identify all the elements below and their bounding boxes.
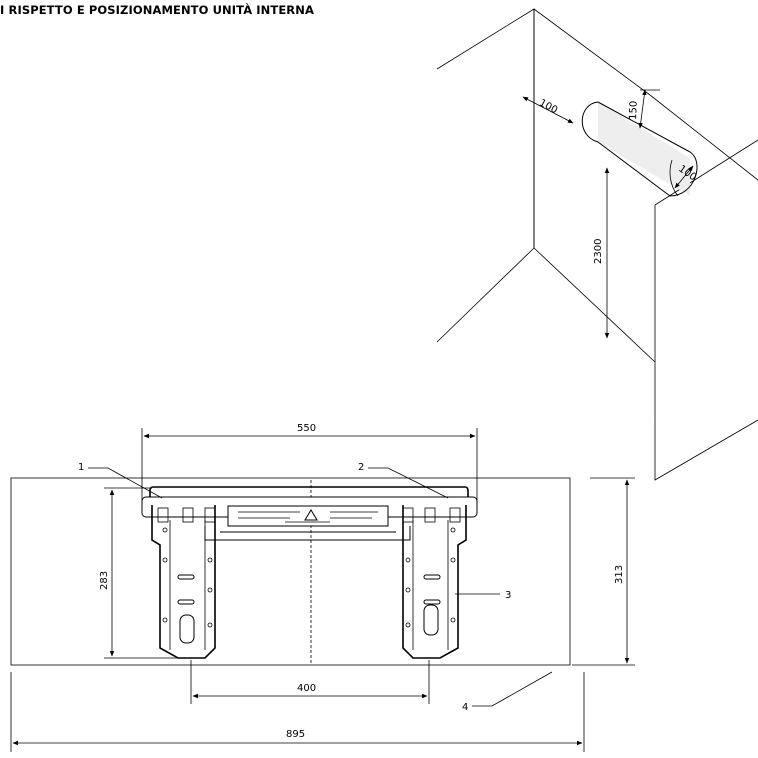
callout-3: 3 [505,590,511,601]
bracket-width-label: 550 [297,423,316,434]
floor-clearance-label: 2300 [593,239,604,264]
right-wall [654,205,758,481]
left-wall [436,8,535,343]
room-corner-view: 100 150 100 2300 [436,8,758,481]
top-clearance-label: 150 [628,101,640,120]
callout-1: 1 [78,462,84,473]
bracket-height-label: 283 [99,571,110,590]
back-wall-top [533,8,651,96]
mounting-bracket [141,486,478,659]
right-wall-cut [654,139,758,206]
right-clearance-dim [674,165,694,189]
top-clearance-dim [638,89,647,129]
total-height-label: 313 [614,565,625,584]
front-view: 550 283 313 400 895 1 2 3 4 [10,423,635,752]
wall-panel [10,477,571,666]
total-width-label: 895 [286,729,305,740]
side-clearance-dim [522,96,574,124]
holes-distance-label: 400 [297,683,316,694]
callout-4: 4 [462,702,468,713]
callout-2: 2 [358,462,364,473]
side-clearance-label: 100 [537,98,559,117]
page-title: I RISPETTO E POSIZIONAMENTO UNITÀ INTERN… [0,3,314,17]
wall-edge [649,94,758,181]
back-wall [533,9,656,363]
